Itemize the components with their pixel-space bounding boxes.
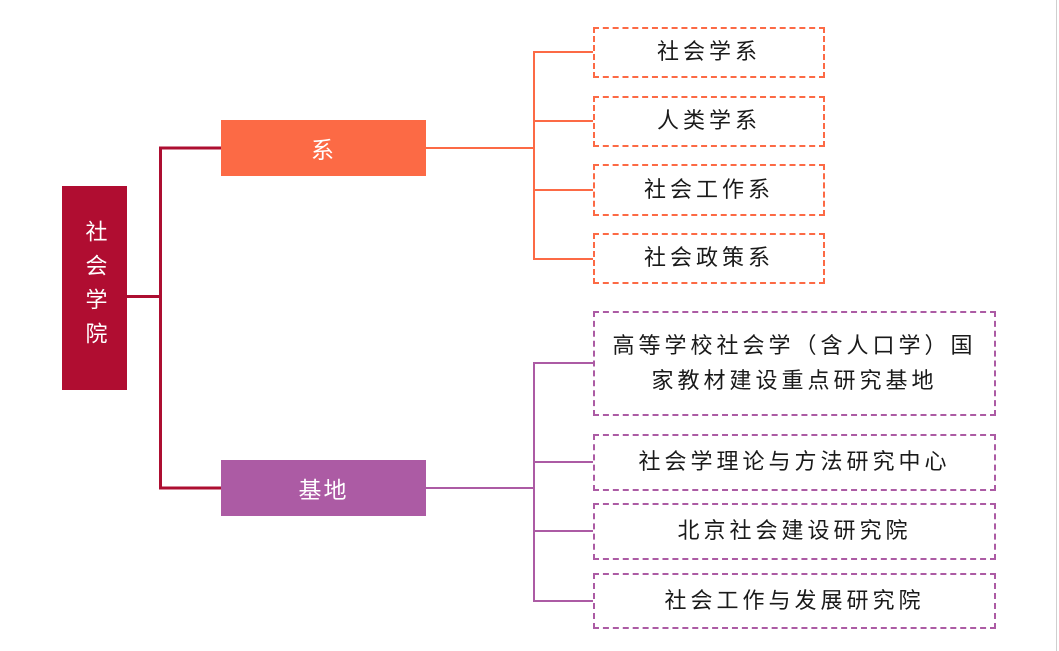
leaf-label-line2: 家教材建设重点研究基地 — [651, 367, 938, 393]
leaf-label: 社会工作与发展研究院 — [664, 587, 925, 613]
leaf-label: 社会政策系 — [643, 245, 774, 271]
root-node-label: 社会学院 — [82, 220, 108, 356]
leaf-label: 社会工作系 — [643, 176, 774, 202]
leaf-node-social-work-dept: 社会工作系 — [593, 164, 825, 216]
departments-connector — [426, 51, 593, 260]
leaf-label: 社会学系 — [656, 39, 761, 65]
branch-node-departments: 系 — [221, 120, 426, 176]
leaf-label: 社会学理论与方法研究中心 — [638, 449, 951, 475]
leaf-node-social-work-development-institute: 社会工作与发展研究院 — [593, 573, 996, 629]
branch-node-bases-label: 基地 — [298, 478, 349, 503]
branch-node-departments-label: 系 — [311, 138, 336, 163]
root-node-college: 社会学院 — [62, 186, 127, 390]
leaf-label-line1: 高等学校社会学（含人口学）国 — [612, 333, 977, 359]
leaf-node-theory-method-center: 社会学理论与方法研究中心 — [593, 434, 996, 491]
trunk-connector — [127, 146, 221, 490]
leaf-node-sociology-dept: 社会学系 — [593, 27, 825, 78]
leaf-node-social-policy-dept: 社会政策系 — [593, 233, 825, 284]
leaf-node-textbook-research-base: 高等学校社会学（含人口学）国 家教材建设重点研究基地 — [593, 311, 996, 416]
leaf-label: 人类学系 — [656, 108, 761, 134]
leaf-label: 北京社会建设研究院 — [677, 518, 912, 544]
branch-node-bases: 基地 — [221, 460, 426, 516]
leaf-label: 高等学校社会学（含人口学）国 家教材建设重点研究基地 — [612, 329, 976, 397]
leaf-node-beijing-social-construction-institute: 北京社会建设研究院 — [593, 503, 996, 560]
leaf-node-anthropology-dept: 人类学系 — [593, 96, 825, 147]
bases-connector — [426, 362, 593, 602]
